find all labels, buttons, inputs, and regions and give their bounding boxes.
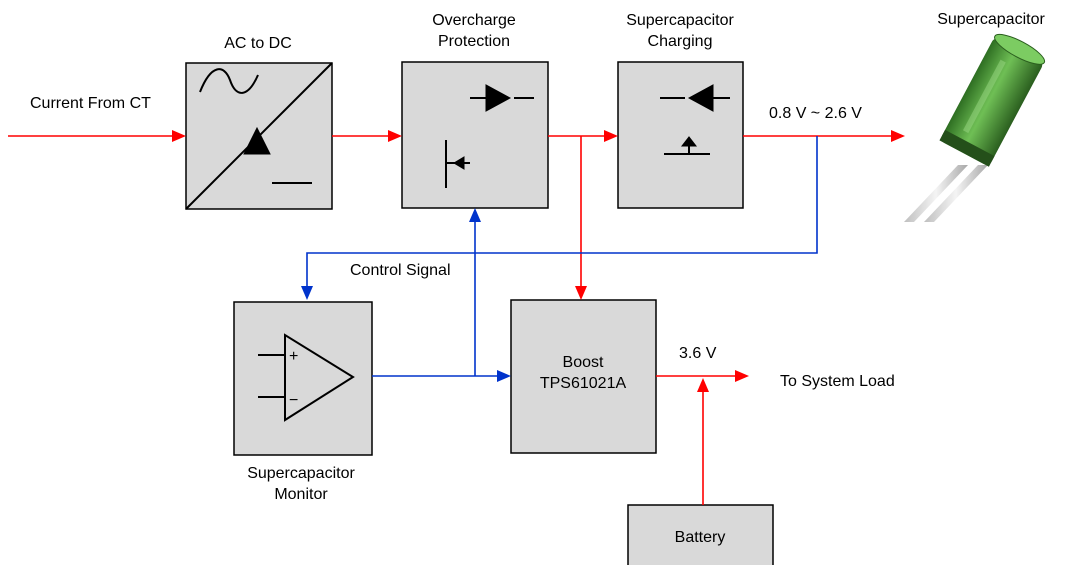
overcharge-protection-label-2: Protection	[438, 33, 510, 50]
boost-block: Boost TPS61021A	[510, 299, 657, 454]
boost-label-2: TPS61021A	[540, 375, 627, 392]
boost-label-1: Boost	[563, 354, 604, 371]
current-from-ct-label: Current From CT	[30, 95, 151, 112]
monitor-label-2: Monitor	[274, 486, 328, 503]
ac-to-dc-block	[185, 62, 333, 210]
supercap-charging-block	[617, 61, 744, 209]
battery-block: Battery	[627, 504, 774, 565]
ac-to-dc-label: AC to DC	[224, 35, 292, 52]
to-system-load-label: To System Load	[780, 373, 895, 390]
supercapacitor-label: Supercapacitor	[937, 11, 1045, 28]
plus-sign: +	[289, 348, 298, 365]
overcharge-protection-label-1: Overcharge	[432, 12, 516, 29]
monitor-label-1: Supercapacitor	[247, 465, 355, 482]
battery-label: Battery	[675, 529, 726, 546]
signal-path	[301, 136, 818, 382]
overcharge-protection-block	[401, 61, 549, 209]
power-path	[8, 130, 905, 505]
output-voltage-label: 3.6 V	[679, 345, 717, 362]
supercapacitor-image	[904, 33, 1046, 222]
supercap-monitor-block: + −	[233, 301, 373, 456]
voltage-range-label: 0.8 V ~ 2.6 V	[769, 105, 862, 122]
control-signal-label: Control Signal	[350, 262, 451, 279]
minus-sign: −	[289, 392, 298, 409]
supercap-charging-label-1: Supercapacitor	[626, 12, 734, 29]
supercap-charging-label-2: Charging	[648, 33, 713, 50]
